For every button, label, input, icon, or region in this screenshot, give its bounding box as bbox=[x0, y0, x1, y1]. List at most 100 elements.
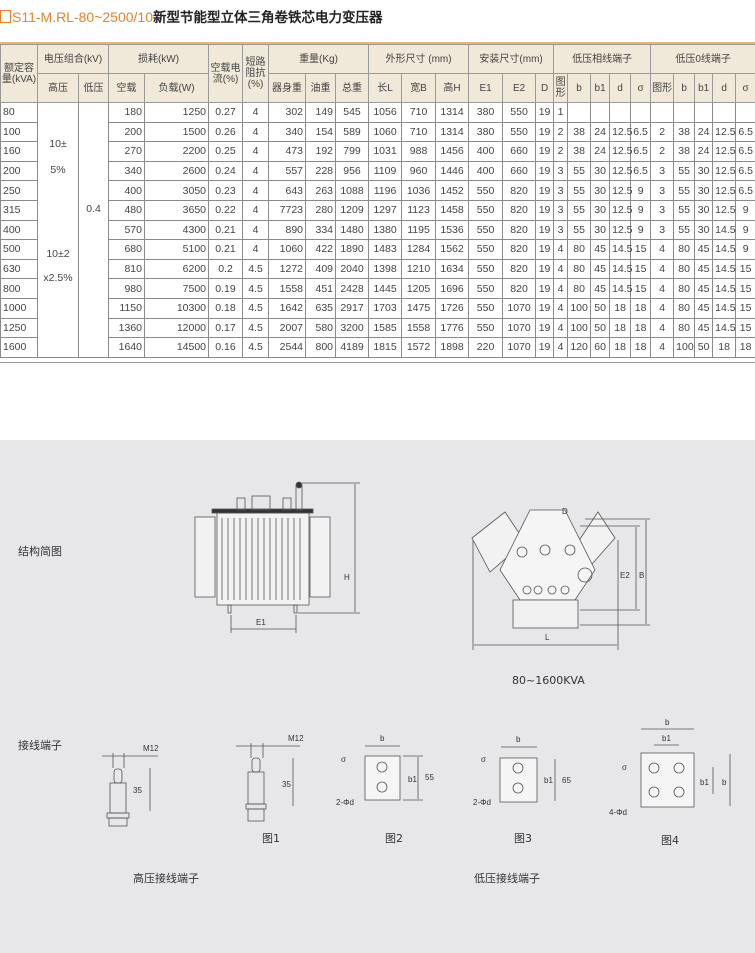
cell-b: 120 bbox=[567, 337, 592, 358]
cell-oil-weight: 280 bbox=[305, 199, 337, 221]
dim-e1: E1 bbox=[256, 618, 266, 627]
cell-no-load-current: 0.16 bbox=[208, 337, 244, 358]
cell-b1 bbox=[590, 102, 611, 123]
cell-load-loss: 4300 bbox=[143, 219, 210, 241]
cell-b-0: 55 bbox=[673, 180, 696, 201]
cell-shape: 3 bbox=[553, 180, 569, 201]
cell-no-load-loss: 200 bbox=[108, 121, 145, 143]
cell-shape: 3 bbox=[553, 219, 569, 241]
cell-length: 1060 bbox=[368, 121, 403, 143]
cell-oil-weight: 149 bbox=[305, 102, 337, 123]
cell-impedance: 4.5 bbox=[242, 297, 270, 319]
cell-capacity: 1600 bbox=[0, 337, 38, 358]
cell-height: 1314 bbox=[435, 102, 470, 123]
cell-b1-0: 24 bbox=[694, 141, 714, 162]
cell-shape: 2 bbox=[553, 141, 569, 162]
dim-h: H bbox=[344, 573, 350, 582]
cell-b: 100 bbox=[567, 317, 592, 339]
cell-height: 1696 bbox=[435, 278, 470, 299]
cell-body-weight: 340 bbox=[268, 121, 307, 143]
cell-load-loss: 2600 bbox=[143, 160, 210, 182]
cell-oil-weight: 451 bbox=[305, 278, 337, 299]
header-lv-neutral: 低压0线端子 bbox=[650, 44, 755, 74]
cell-body-weight: 473 bbox=[268, 141, 307, 162]
fig2-terminal-drawing: b b1 55 σ 2-Φd bbox=[336, 734, 434, 807]
terminal-label: 接线端子 bbox=[18, 739, 62, 752]
cell-total-weight: 799 bbox=[335, 141, 370, 162]
cell-capacity: 315 bbox=[0, 199, 38, 221]
cell-b-0: 80 bbox=[673, 297, 696, 319]
cell-b: 80 bbox=[567, 239, 592, 260]
cell-b1: 24 bbox=[590, 141, 611, 162]
cell-e2: 820 bbox=[502, 180, 537, 201]
cell-b1-0: 30 bbox=[694, 160, 714, 182]
cell-b-0: 38 bbox=[673, 141, 696, 162]
divider bbox=[0, 42, 755, 44]
header-no-load: 空载 bbox=[108, 73, 145, 103]
cell-b1-0: 50 bbox=[694, 337, 714, 358]
cell-shape-0: 3 bbox=[650, 199, 675, 221]
cell-impedance: 4 bbox=[242, 160, 270, 182]
cell-shape-0: 4 bbox=[650, 239, 675, 260]
cell-no-load-loss: 1360 bbox=[108, 317, 145, 339]
cell-e1: 220 bbox=[468, 337, 504, 358]
cell-dd: 12.5 bbox=[609, 121, 633, 143]
dim-65: 65 bbox=[562, 776, 571, 785]
cell-b1: 50 bbox=[590, 317, 611, 339]
header-total-weight: 总重 bbox=[335, 73, 370, 103]
cell-length: 1703 bbox=[368, 297, 403, 319]
cell-dd-0: 12.5 bbox=[712, 121, 737, 143]
cell-body-weight: 1060 bbox=[268, 239, 307, 260]
cell-sigma-0: 9 bbox=[735, 239, 755, 260]
cell-e2: 820 bbox=[502, 258, 537, 280]
cell-sigma: 15 bbox=[630, 278, 652, 299]
cell-load-loss: 10300 bbox=[143, 297, 210, 319]
cell-body-weight: 643 bbox=[268, 180, 307, 201]
cell-b1-0: 45 bbox=[694, 297, 714, 319]
cell-b: 38 bbox=[567, 141, 592, 162]
cell-sigma-0: 9 bbox=[735, 219, 755, 241]
cell-no-load-current: 0.27 bbox=[208, 102, 244, 123]
hv-voltage-text: 5% bbox=[50, 164, 66, 176]
page-title: S11-M.RL-80~2500/10新型节能型立体三角卷铁芯电力变压器 bbox=[0, 6, 383, 26]
cell-no-load-current: 0.23 bbox=[208, 180, 244, 201]
cell-oil-weight: 263 bbox=[305, 180, 337, 201]
cell-shape: 4 bbox=[553, 278, 569, 299]
cell-body-weight: 7723 bbox=[268, 199, 307, 221]
cell-impedance: 4 bbox=[242, 102, 270, 123]
cell-oil-weight: 192 bbox=[305, 141, 337, 162]
cell-shape: 1 bbox=[553, 102, 569, 123]
cell-load-loss: 3650 bbox=[143, 199, 210, 221]
cell-length: 1398 bbox=[368, 258, 403, 280]
cell-width: 1284 bbox=[401, 239, 437, 260]
header-dd-0: d bbox=[712, 73, 737, 103]
cell-e2: 1070 bbox=[502, 297, 537, 319]
cell-body-weight: 302 bbox=[268, 102, 307, 123]
cell-impedance: 4.5 bbox=[242, 317, 270, 339]
cell-e2: 820 bbox=[502, 199, 537, 221]
cell-d: 19 bbox=[535, 297, 555, 319]
header-b-0: b bbox=[673, 73, 696, 103]
dim-b-fig3: b bbox=[516, 735, 521, 744]
cell-sigma-0: 15 bbox=[735, 258, 755, 280]
cell-shape: 4 bbox=[553, 337, 569, 358]
dim-55: 55 bbox=[425, 773, 434, 782]
cell-load-loss: 5100 bbox=[143, 239, 210, 260]
cell-b: 55 bbox=[567, 199, 592, 221]
cell-shape-0: 3 bbox=[650, 160, 675, 182]
cell-no-load-current: 0.25 bbox=[208, 141, 244, 162]
cell-length: 1445 bbox=[368, 278, 403, 299]
cell-width: 1036 bbox=[401, 180, 437, 201]
cell-height: 1446 bbox=[435, 160, 470, 182]
cell-width: 1123 bbox=[401, 199, 437, 221]
cell-shape: 4 bbox=[553, 239, 569, 260]
spec-table: 额定容量(kVA) 电压组合(kV) 损耗(kW) 空载电流(%) 短路阻抗(%… bbox=[0, 44, 755, 358]
cell-sigma: 9 bbox=[630, 199, 652, 221]
hv-terminal-label: 高压接线端子 bbox=[133, 872, 199, 885]
cell-e2: 820 bbox=[502, 278, 537, 299]
